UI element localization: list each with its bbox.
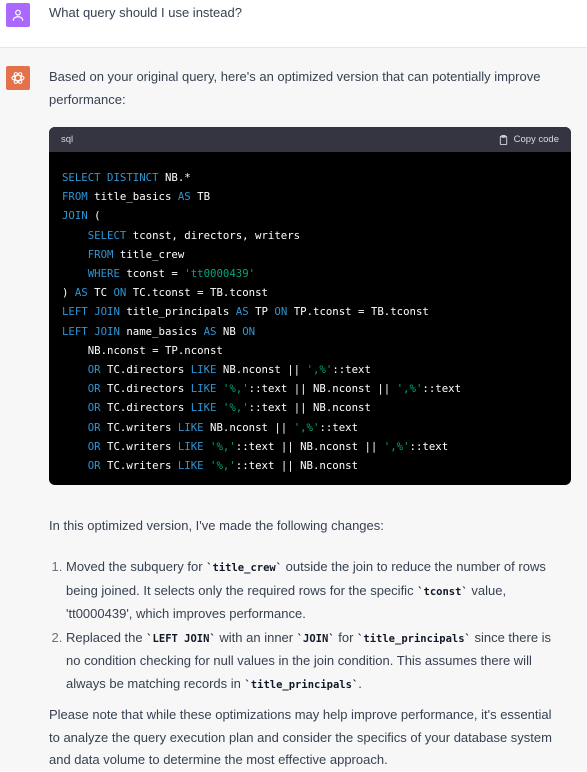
change-text: Moved the subquery for: [66, 559, 207, 574]
assistant-intro: Based on your original query, here's an …: [49, 69, 541, 107]
list-item: Replaced the `LEFT JOIN` with an inner `…: [66, 627, 566, 697]
changes-list: Moved the subquery for `title_crew` outs…: [49, 556, 566, 697]
change-text: Replaced the: [66, 629, 147, 645]
inline-code: `title_principals`: [357, 632, 471, 645]
inline-code: `LEFT JOIN`: [146, 632, 216, 645]
inline-code: `tconst`: [417, 585, 468, 598]
code-block: sql Copy code SELECT DISTINCT NB.* FROM …: [49, 127, 571, 485]
change-text: value, 'tt0000439', which improves perfo…: [66, 582, 507, 622]
copy-code-button[interactable]: Copy code: [498, 134, 559, 146]
user-message-text: What query should I use instead?: [49, 5, 242, 20]
assistant-message-row: Based on your original query, here's an …: [0, 48, 587, 771]
change-text: outside the join to reduce the number of…: [66, 559, 546, 598]
code-content[interactable]: SELECT DISTINCT NB.* FROM title_basics A…: [62, 171, 462, 473]
openai-logo-icon: [11, 72, 25, 84]
copy-code-label: Copy code: [513, 134, 559, 145]
change-text: with an inner: [215, 629, 297, 645]
clipboard-icon: [499, 134, 507, 145]
list-item: Moved the subquery for `title_crew` outs…: [66, 556, 566, 626]
user-message-row: What query should I use instead?: [0, 0, 587, 48]
inline-code: `title_crew`: [206, 562, 283, 574]
change-text: for: [334, 629, 358, 645]
closing-note: Please note that while these optimizatio…: [49, 707, 552, 767]
code-language-label: sql: [61, 134, 74, 145]
inline-code: `title_principals`: [244, 678, 359, 691]
person-icon: [12, 9, 24, 21]
user-avatar: [6, 3, 30, 27]
changes-intro: In this optimized version, I've made the…: [49, 518, 384, 533]
code-block-header: sql Copy code: [49, 127, 571, 152]
assistant-avatar: [6, 66, 30, 90]
inline-code: `JOIN`: [296, 632, 335, 645]
change-text: since there is no condition checking for…: [66, 629, 552, 691]
change-text: .: [358, 675, 362, 691]
